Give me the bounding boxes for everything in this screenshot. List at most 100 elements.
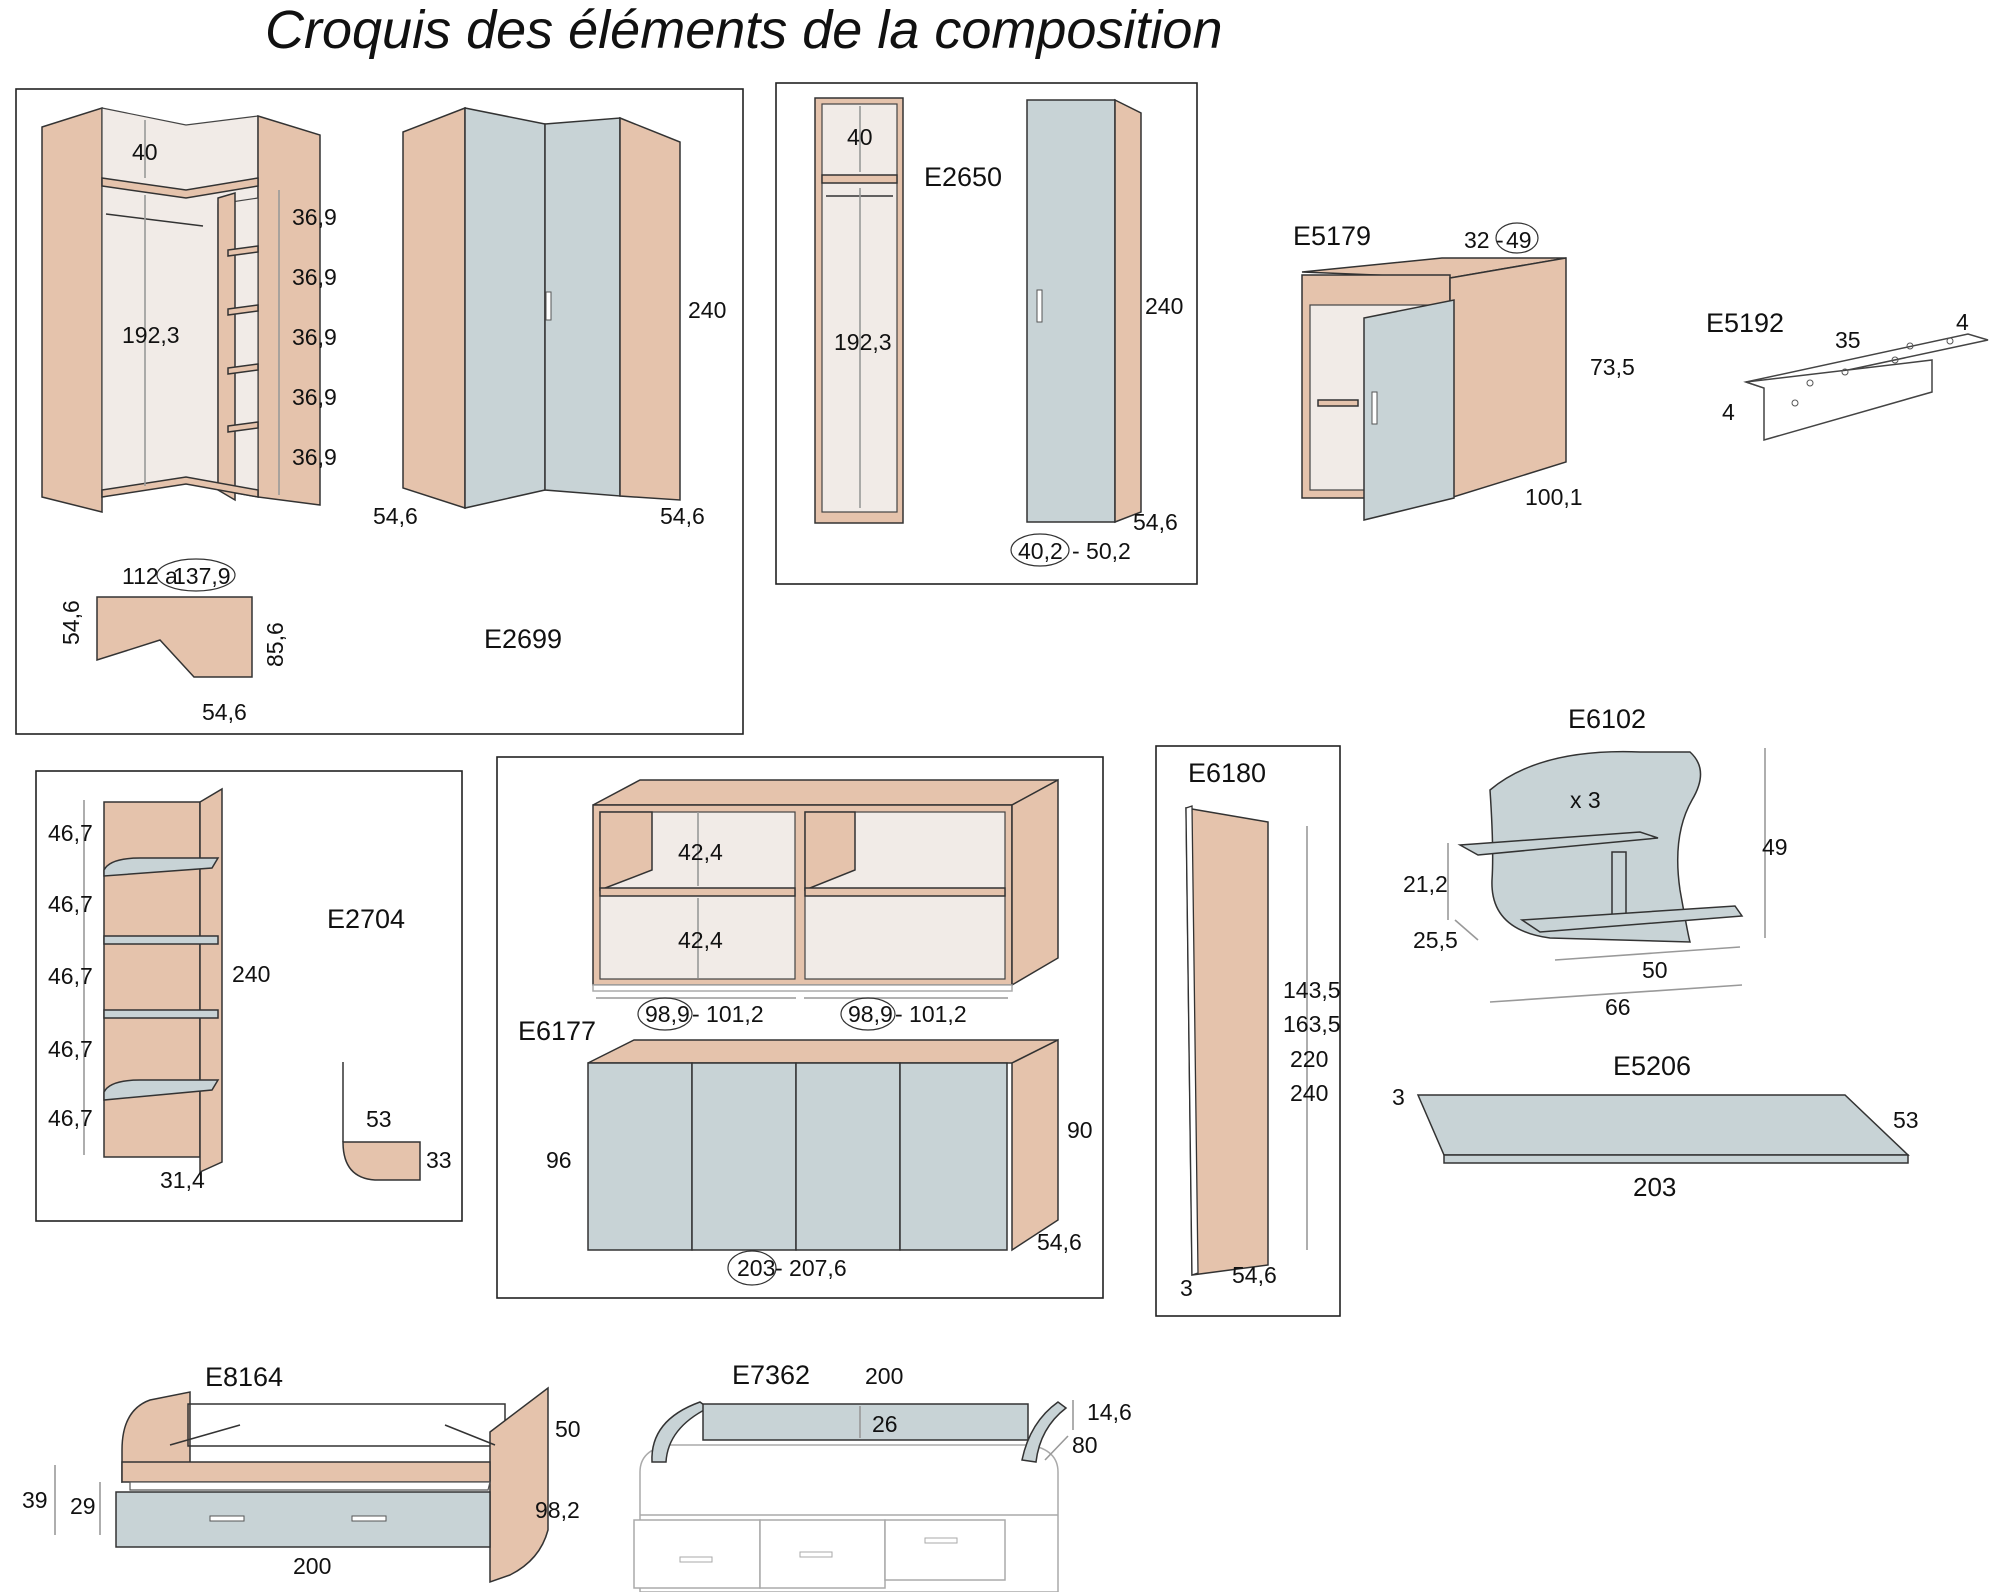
e6102-back-panel — [1489, 750, 1702, 943]
e2699-door-left — [464, 107, 546, 509]
e5206-group: E5206 3 53 203 — [1392, 1051, 1919, 1202]
e2704-label-shelf-d: 33 — [426, 1147, 452, 1173]
e6177-inner-side-left — [599, 811, 653, 892]
e2699-label-plan-left: 54,6 — [58, 600, 84, 645]
e2699-label-plan-circ: 137,9 — [173, 563, 231, 589]
e8164-label-w: 200 — [293, 1553, 331, 1579]
e2699-shelf — [227, 304, 259, 316]
e7362-label-h26: 26 — [872, 1411, 898, 1437]
e2650-label-w-circ: 40,2 — [1018, 538, 1063, 564]
e2699-label-plan-right: 85,6 — [262, 622, 288, 667]
e2699-label-240: 240 — [688, 297, 726, 323]
e6102-code: E6102 — [1568, 704, 1646, 734]
e6180-frame — [1155, 745, 1341, 1317]
e8164-code: E8164 — [205, 1362, 283, 1392]
e5192-label-len: 35 — [1835, 327, 1861, 353]
e2650-group: 40 192,3 E2650 240 54,6 40,2 - 50,2 — [775, 82, 1198, 585]
e2699-label-plan-bottom: 54,6 — [202, 699, 247, 725]
e8164-slats — [129, 1481, 491, 1491]
e5206-code: E5206 — [1613, 1051, 1691, 1081]
e2699-shelf — [227, 421, 259, 433]
e6180-label-t: 3 — [1180, 1275, 1193, 1301]
e2704-shelf — [103, 857, 220, 877]
e6177-door — [691, 1062, 797, 1251]
e2650-label-40: 40 — [847, 124, 873, 150]
e5179-code: E5179 — [1293, 221, 1371, 251]
e5192-hole-icon — [1791, 399, 1799, 407]
e5179-label-top-circ: 49 — [1506, 227, 1532, 253]
e5192-label-4a: 4 — [1956, 309, 1969, 335]
e6177-circle-mark — [727, 1250, 777, 1286]
e5206-label-t: 3 — [1392, 1084, 1405, 1110]
e2704-shelf — [103, 935, 219, 945]
e7362-label-w: 200 — [865, 1363, 903, 1389]
e6102-label-66: 66 — [1605, 994, 1631, 1020]
e2699-label-369: 36,9 — [292, 204, 337, 230]
e2650-label-546: 54,6 — [1133, 509, 1178, 535]
e2699-plan-view — [96, 596, 253, 678]
e2699-top-shelf — [101, 177, 259, 199]
e5192-hole-icon — [1946, 337, 1954, 345]
e2650-frame — [775, 82, 1198, 585]
e2699-shelves — [227, 245, 259, 433]
e2704-label-shelf-w: 53 — [366, 1106, 392, 1132]
e7362-right-cushion — [1021, 1401, 1068, 1463]
e2699-label-plan-width: 112 a — [122, 563, 178, 589]
e5192-hole-icon — [1906, 342, 1914, 350]
e8164-slat-bar — [169, 1424, 241, 1446]
e6177-label-h96: 96 — [546, 1147, 572, 1173]
e2704-side — [199, 787, 223, 1174]
e2704-shelves — [103, 857, 220, 1101]
e5179-door — [1363, 299, 1455, 521]
e8164-back-rail — [187, 1403, 506, 1447]
e5192-hole-icon — [1841, 368, 1849, 376]
e5206-label-w: 203 — [1633, 1172, 1676, 1202]
e6177-upper-top — [592, 779, 1059, 806]
e2699-label-369: 36,9 — [292, 384, 337, 410]
e2650-label-1923: 192,3 — [834, 329, 892, 355]
e6177-label-w1: - 101,2 — [692, 1001, 764, 1027]
e5179-group: E5179 32 - 49 73,5 100,1 — [1293, 221, 1635, 521]
e7362-back-cushion — [702, 1403, 1029, 1441]
e5179-shelf — [1317, 399, 1359, 407]
e6177-label-h90: 90 — [1067, 1117, 1093, 1143]
e2699-rod — [105, 213, 204, 227]
e2704-label-shelf: 46,7 — [48, 963, 93, 989]
e6177-label-s1: 42,4 — [678, 839, 723, 865]
e7362-label-h146: 14,6 — [1087, 1399, 1132, 1425]
e6177-label-w-circ: 203 — [737, 1255, 775, 1281]
e2699-code: E2699 — [484, 624, 562, 654]
e7362-handle-icon — [799, 1551, 833, 1558]
e5192-hole-icon — [1806, 379, 1814, 387]
e6177-label-w1-circ: 98,9 — [645, 1001, 690, 1027]
e5192-hole-icon — [1891, 356, 1899, 364]
e7362-group: E7362 200 26 14,6 80 — [633, 1360, 1132, 1592]
e2699-label-1923: 192,3 — [122, 322, 180, 348]
e2699-left-side — [41, 106, 103, 513]
e6102-label-a: 21,2 — [1403, 871, 1448, 897]
e5206-edge — [1443, 1154, 1909, 1164]
e6102-dim-66 — [1489, 984, 1743, 1003]
e6177-upper-base — [592, 984, 1013, 992]
e8164-slat-bar — [444, 1424, 496, 1446]
e6177-circle-mark — [637, 997, 693, 1031]
e2704-label-h: 240 — [232, 961, 270, 987]
e5179-label-top: 32 - — [1464, 227, 1504, 253]
e5192-label-4b: 4 — [1722, 399, 1735, 425]
e2699-frame — [15, 88, 744, 735]
e7362-drawer — [884, 1519, 1006, 1581]
e6177-lower-top — [587, 1039, 1059, 1064]
e7362-code: E7362 — [732, 1360, 810, 1390]
e2650-side — [1114, 98, 1142, 524]
e6177-label-w2-circ: 98,9 — [848, 1001, 893, 1027]
e6177-code: E6177 — [518, 1016, 596, 1046]
e2699-label-40: 40 — [132, 139, 158, 165]
e6180-label-h: 143,5 — [1283, 977, 1341, 1003]
e5179-circle-mark — [1495, 222, 1539, 254]
e6177-group: 42,4 42,4 98,9 - 101,2 98,9 - 101,2 E617… — [496, 756, 1104, 1299]
e8164-footboard — [489, 1386, 549, 1584]
e2699-group: 40 192,3 36,9 36,9 36,9 36,9 36,9 240 54… — [15, 88, 744, 735]
e5192-front-plate — [1745, 359, 1933, 441]
e6177-label-d: 54,6 — [1037, 1229, 1082, 1255]
